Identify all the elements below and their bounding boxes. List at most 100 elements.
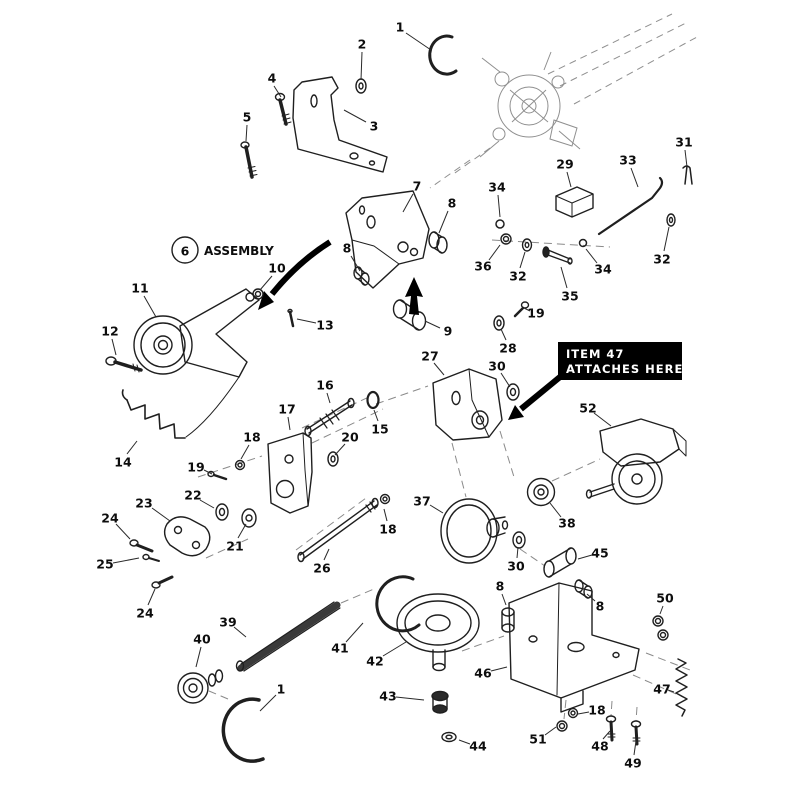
part-27-bracket	[432, 368, 503, 441]
part-number-8-7: 8	[343, 241, 352, 256]
leader-line-22-21	[199, 499, 215, 509]
leader-line-4-3	[273, 85, 282, 98]
part-number-8-57: 8	[596, 599, 605, 614]
assembly-label: ASSEMBLY	[204, 244, 274, 258]
leader-line-42-45	[382, 641, 407, 657]
leader-line-7-5	[402, 193, 414, 213]
part-14-spring	[121, 389, 186, 439]
leader-line-20-19	[334, 443, 346, 456]
part-28-washer	[493, 315, 505, 331]
assembly-arrow	[258, 239, 332, 310]
part-8-bushing-right	[428, 231, 448, 254]
part-24-bolt-b	[151, 575, 174, 589]
leader-line-25-24	[112, 557, 140, 564]
part-number-18-59: 18	[588, 703, 605, 718]
leader-line-19-18	[203, 469, 213, 475]
part-5-bolt	[240, 141, 258, 179]
part-42-disc	[396, 593, 480, 672]
part-number-51-54: 51	[529, 732, 546, 747]
part-number-50-53: 50	[656, 591, 674, 606]
part-number-41-44: 41	[331, 641, 348, 656]
leader-line-50-53	[659, 605, 664, 615]
part-number-2-1: 2	[358, 37, 367, 52]
leader-line-46-49	[490, 666, 508, 672]
part-12-bolt	[105, 356, 143, 373]
part-52-assembly	[585, 418, 687, 505]
leader-line-21-20	[237, 523, 247, 539]
leader-line-48-51	[602, 730, 611, 740]
part-32-washer-right	[666, 213, 676, 227]
leader-line-43-46	[395, 696, 425, 701]
part-number-35-38: 35	[561, 289, 578, 304]
leader-line-49-52	[633, 740, 637, 756]
leader-line-32-33	[519, 251, 526, 269]
part-34-ring-right	[578, 238, 588, 248]
part-18-nut-b	[379, 493, 391, 505]
part-8-roller-left	[501, 607, 515, 633]
part-number-30-30: 30	[488, 359, 506, 374]
construction-lines	[197, 239, 691, 722]
part-23-plate	[163, 516, 211, 557]
part-3-bracket	[292, 76, 388, 173]
part-32-washer-left	[521, 238, 533, 252]
part-number-34-36: 34	[488, 180, 506, 195]
part-46-bracket	[508, 582, 640, 713]
part-24-bolt-a	[129, 539, 154, 553]
part-number-1-61: 1	[277, 682, 286, 697]
part-number-48-51: 48	[591, 739, 608, 754]
part-number-33-35: 33	[619, 153, 636, 168]
leader-line-30-30	[500, 372, 511, 388]
leader-line-3-2	[343, 109, 367, 123]
part-number-42-45: 42	[366, 654, 383, 669]
part-38-bearing	[526, 477, 556, 507]
part-number-24-23: 24	[101, 511, 119, 526]
part-9-roller	[392, 299, 427, 331]
leader-line-28-28	[500, 328, 507, 341]
leader-line-34-36	[497, 194, 501, 218]
part-number-3-2: 3	[370, 119, 379, 134]
part-number-36-39: 36	[474, 259, 492, 274]
leader-line-45-48	[577, 554, 593, 560]
leader-line-40-43	[195, 646, 202, 668]
part-number-1-0: 1	[396, 20, 405, 35]
leader-line-26-26	[323, 548, 330, 561]
part-number-21-20: 21	[226, 539, 243, 554]
leader-line-11-10	[143, 295, 157, 318]
leader-line-8-6	[438, 210, 449, 234]
assembly-number: 6	[181, 244, 190, 259]
leader-line-35-38	[560, 266, 568, 289]
part-2-washer	[355, 78, 367, 94]
part-26-shaft	[297, 497, 379, 563]
item-47-note: ITEM 47 ATTACHES HERE	[508, 342, 682, 420]
part-number-39-42: 39	[219, 615, 236, 630]
leader-line-15-14	[373, 409, 379, 422]
leader-line-37-40	[429, 504, 444, 514]
part-8-roller-top	[574, 579, 593, 599]
leader-line-31-32	[684, 149, 688, 168]
part-number-26-26: 26	[313, 561, 331, 576]
item-47-note-box	[558, 342, 682, 380]
leader-line-39-42	[233, 626, 247, 638]
part-36-nut	[500, 233, 512, 245]
part-16-shaft	[304, 397, 355, 437]
assembly-note: 6 ASSEMBLY	[171, 236, 274, 264]
leader-line-24-25	[147, 588, 156, 606]
leader-line-18-17	[240, 444, 250, 460]
part-number-46-49: 46	[474, 666, 492, 681]
part-number-40-43: 40	[193, 632, 211, 647]
part-45-roller	[543, 547, 577, 578]
leader-line-24-23	[115, 523, 131, 540]
part-11-pulley	[133, 315, 193, 375]
part-37-pulley	[440, 498, 509, 564]
part-number-52-55: 52	[579, 401, 596, 416]
part-number-4-3: 4	[268, 71, 277, 86]
part-number-8-56: 8	[496, 579, 505, 594]
part-number-43-46: 43	[379, 689, 396, 704]
leader-line-18-58	[383, 508, 388, 522]
leader-line-23-22	[151, 507, 171, 522]
part-number-16-15: 16	[316, 378, 334, 393]
leader-line-29-29	[566, 171, 572, 188]
assembly-circle	[171, 236, 199, 264]
leader-line-38-41	[549, 502, 562, 518]
